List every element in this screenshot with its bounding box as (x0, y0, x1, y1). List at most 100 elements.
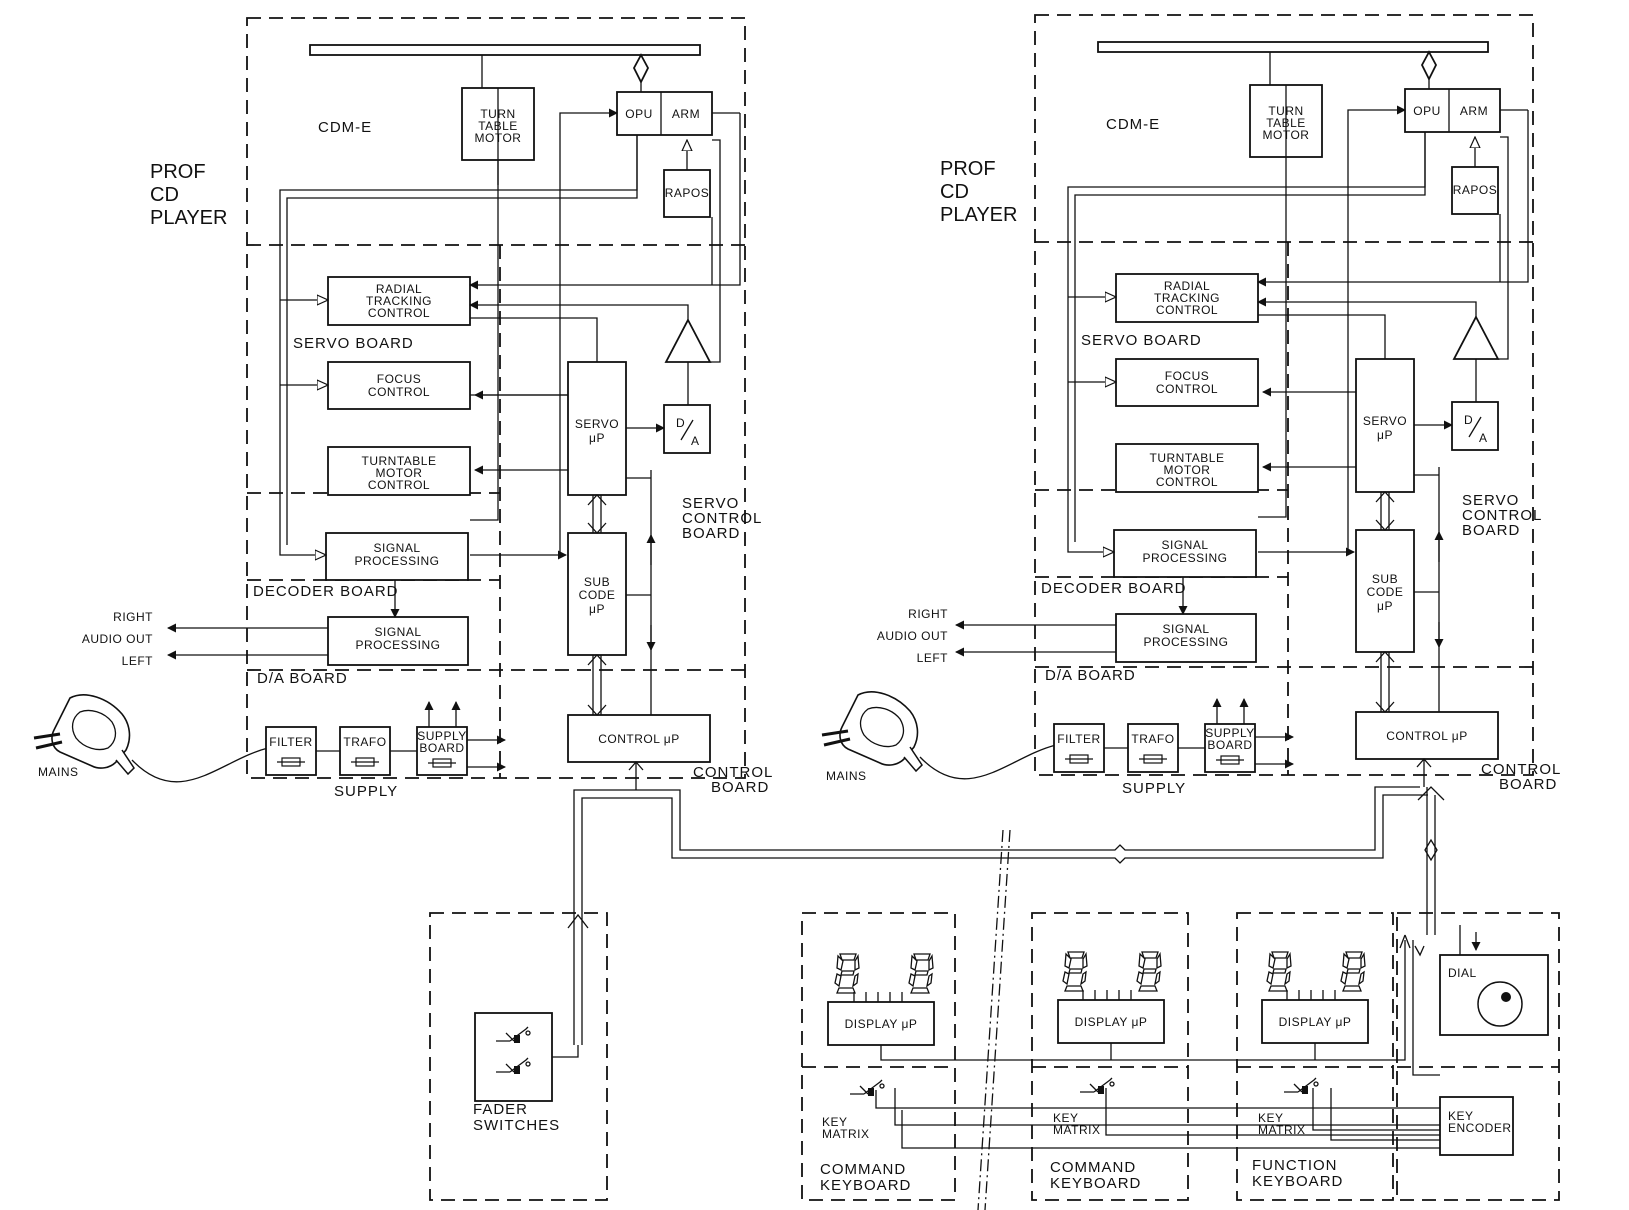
svg-text:KEYBOARD: KEYBOARD (820, 1177, 911, 1194)
svg-text:μP: μP (1377, 599, 1393, 613)
svg-text:FILTER: FILTER (1057, 732, 1100, 746)
svg-text:SERVO: SERVO (1462, 492, 1519, 509)
svg-text:CONTROL: CONTROL (682, 510, 762, 527)
title-line1: PROF (150, 161, 206, 183)
cdm-label: CDM-E (318, 119, 372, 136)
svg-text:SERVO: SERVO (682, 495, 739, 512)
svg-text:RADIAL: RADIAL (1164, 279, 1210, 293)
svg-text:CONTROL: CONTROL (1462, 507, 1542, 524)
svg-text:A: A (691, 434, 700, 448)
svg-text:CODE: CODE (1367, 585, 1404, 599)
player-frame (1034, 14, 1534, 776)
svg-text:TRAFO: TRAFO (343, 735, 386, 749)
svg-text:SIGNAL: SIGNAL (1162, 622, 1209, 636)
svg-text:PROCESSING: PROCESSING (355, 638, 440, 652)
svg-text:DISPLAY μP: DISPLAY μP (1075, 1015, 1148, 1029)
svg-text:AUDIO OUT: AUDIO OUT (82, 632, 153, 646)
svg-text:DIAL: DIAL (1448, 966, 1477, 980)
disc (309, 44, 701, 56)
svg-text:FOCUS: FOCUS (1165, 369, 1210, 383)
svg-text:SERVO: SERVO (1363, 414, 1407, 428)
svg-text:SIGNAL: SIGNAL (373, 541, 420, 555)
key-encoder-box (1439, 1096, 1514, 1156)
keyboard-units (801, 912, 1560, 1201)
keyboard-wiring (875, 1043, 1440, 1149)
title-line2: CD (150, 184, 179, 206)
svg-text:KEY: KEY (1258, 1111, 1284, 1125)
svg-text:MAINS: MAINS (38, 765, 79, 779)
seven-segment-digit (834, 953, 860, 994)
svg-text:CONTROL μP: CONTROL μP (598, 732, 679, 746)
svg-text:LEFT: LEFT (917, 651, 949, 665)
cdm-label: CDM-E (1106, 116, 1160, 133)
servo-board-label: SERVO BOARD (1081, 332, 1202, 349)
arm-label: ARM (1460, 104, 1488, 118)
display-microprocessor (827, 1001, 935, 1046)
title-line3: PLAYER (940, 204, 1017, 226)
svg-text:SIGNAL: SIGNAL (1161, 538, 1208, 552)
da-board-label: D/A BOARD (257, 670, 348, 687)
focus-control (327, 361, 471, 410)
title-line2: CD (940, 181, 969, 203)
svg-text:μP: μP (589, 602, 605, 616)
svg-text:CONTROL: CONTROL (1481, 761, 1561, 778)
control-bus (567, 786, 1481, 1076)
svg-text:KEYBOARD: KEYBOARD (1050, 1175, 1141, 1192)
servo-microprocessor (1355, 358, 1415, 493)
signal-processing-decoder (1113, 529, 1257, 578)
key-switch-icon (849, 1079, 885, 1097)
title-line3: PLAYER (150, 207, 227, 229)
arm-label: ARM (672, 107, 700, 121)
amplifier-symbol (1452, 315, 1500, 360)
mains-plug-icon (32, 693, 136, 776)
control-microprocessor (1355, 711, 1499, 760)
svg-text:CONTROL: CONTROL (1156, 382, 1218, 396)
svg-text:MATRIX: MATRIX (1258, 1123, 1305, 1137)
svg-text:CONTROL: CONTROL (693, 764, 773, 781)
svg-text:SUPPLY: SUPPLY (1205, 726, 1254, 740)
filter-box (265, 726, 317, 776)
svg-text:PROCESSING: PROCESSING (354, 554, 439, 568)
svg-text:COMMAND: COMMAND (1050, 1159, 1136, 1176)
radial-tracking-control (1115, 273, 1259, 323)
servo-microprocessor (567, 361, 627, 496)
decoder-board-label: DECODER BOARD (1041, 580, 1187, 597)
svg-text:D: D (676, 416, 685, 430)
supply-label: SUPPLY (334, 783, 398, 800)
player-frame (246, 17, 746, 779)
svg-text:BOARD: BOARD (1499, 776, 1557, 793)
svg-text:ENCODER: ENCODER (1448, 1121, 1512, 1135)
svg-text:COMMAND: COMMAND (820, 1161, 906, 1178)
svg-text:SERVO: SERVO (575, 417, 619, 431)
svg-text:FILTER: FILTER (269, 735, 312, 749)
svg-text:CONTROL μP: CONTROL μP (1386, 729, 1467, 743)
command-keyboard-2: DISPLAY μP KEY MATRIX COMMAND KEYBOARD (1050, 951, 1165, 1192)
svg-text:FUNCTION: FUNCTION (1252, 1157, 1338, 1174)
disc (1097, 41, 1489, 53)
da-board-label: D/A BOARD (1045, 667, 1136, 684)
svg-text:KEY: KEY (1448, 1109, 1474, 1123)
svg-text:CODE: CODE (579, 588, 616, 602)
decoder-board-label: DECODER BOARD (253, 583, 399, 600)
svg-text:DISPLAY μP: DISPLAY μP (1279, 1015, 1352, 1029)
function-keyboard: DISPLAY μP KEY MATRIX FUNCTION KEYBOARD (1252, 951, 1369, 1190)
svg-text:CONTROL: CONTROL (1156, 303, 1218, 317)
svg-text:BOARD: BOARD (1462, 522, 1520, 539)
svg-text:TURNTABLE: TURNTABLE (362, 454, 437, 468)
svg-text:LEFT: LEFT (122, 654, 154, 668)
da-converter-box (1451, 401, 1499, 451)
svg-text:KEY: KEY (1053, 1111, 1079, 1125)
svg-text:MATRIX: MATRIX (822, 1127, 869, 1141)
svg-text:RIGHT: RIGHT (113, 610, 153, 624)
svg-text:SIGNAL: SIGNAL (374, 625, 421, 639)
svg-text:DISPLAY μP: DISPLAY μP (845, 1017, 918, 1031)
servo-board-label: SERVO BOARD (293, 335, 414, 352)
opu-label: OPU (1413, 104, 1441, 118)
svg-text:μP: μP (589, 431, 605, 445)
svg-text:TRACKING: TRACKING (366, 294, 432, 308)
control-microprocessor (567, 714, 711, 763)
svg-text:SUPPLY: SUPPLY (417, 729, 466, 743)
right-cd-player: PROF CD PLAYER CDM-E TURN TABLE MOTOR OP… (820, 14, 1561, 797)
svg-text:FADER: FADER (473, 1101, 528, 1118)
